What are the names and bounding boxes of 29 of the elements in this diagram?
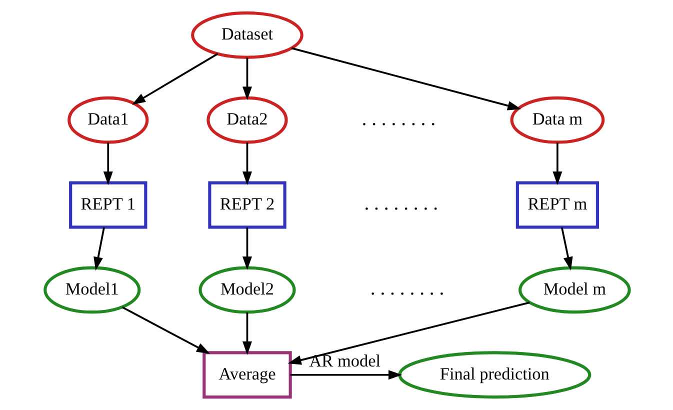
label: . . . . . . . . bbox=[370, 278, 444, 300]
arrow bbox=[287, 302, 530, 365]
label: . . . . . . . . bbox=[361, 108, 436, 130]
arrow bbox=[290, 370, 402, 380]
edge-label: AR model bbox=[308, 352, 380, 371]
arrow bbox=[560, 227, 572, 271]
node-ellipse: Data1 bbox=[67, 96, 148, 144]
node-box: Average bbox=[202, 351, 292, 399]
node-ellipse: Model1 bbox=[43, 266, 140, 314]
node-ellipse: Data2 bbox=[206, 96, 288, 144]
arrow bbox=[102, 142, 112, 186]
node-ellipse: Model m bbox=[518, 266, 630, 314]
label: . . . . . . . . bbox=[364, 192, 438, 215]
arrow bbox=[242, 142, 252, 186]
arrow bbox=[131, 53, 218, 105]
arrow bbox=[242, 227, 252, 270]
arrow bbox=[93, 227, 104, 271]
arrow bbox=[552, 142, 562, 186]
node-ellipse: Data m bbox=[510, 96, 604, 144]
arrow bbox=[290, 47, 521, 110]
arrow bbox=[242, 312, 252, 355]
node-box: REPT 1 bbox=[68, 181, 147, 229]
node-box: REPT m bbox=[515, 181, 598, 229]
node-ellipse: Final prediction bbox=[398, 351, 591, 399]
node-ellipse: Model2 bbox=[198, 266, 296, 314]
arrow bbox=[242, 58, 252, 100]
node-ellipse: Dataset bbox=[190, 11, 303, 59]
node-box: REPT 2 bbox=[208, 181, 286, 229]
arrow bbox=[121, 306, 210, 354]
